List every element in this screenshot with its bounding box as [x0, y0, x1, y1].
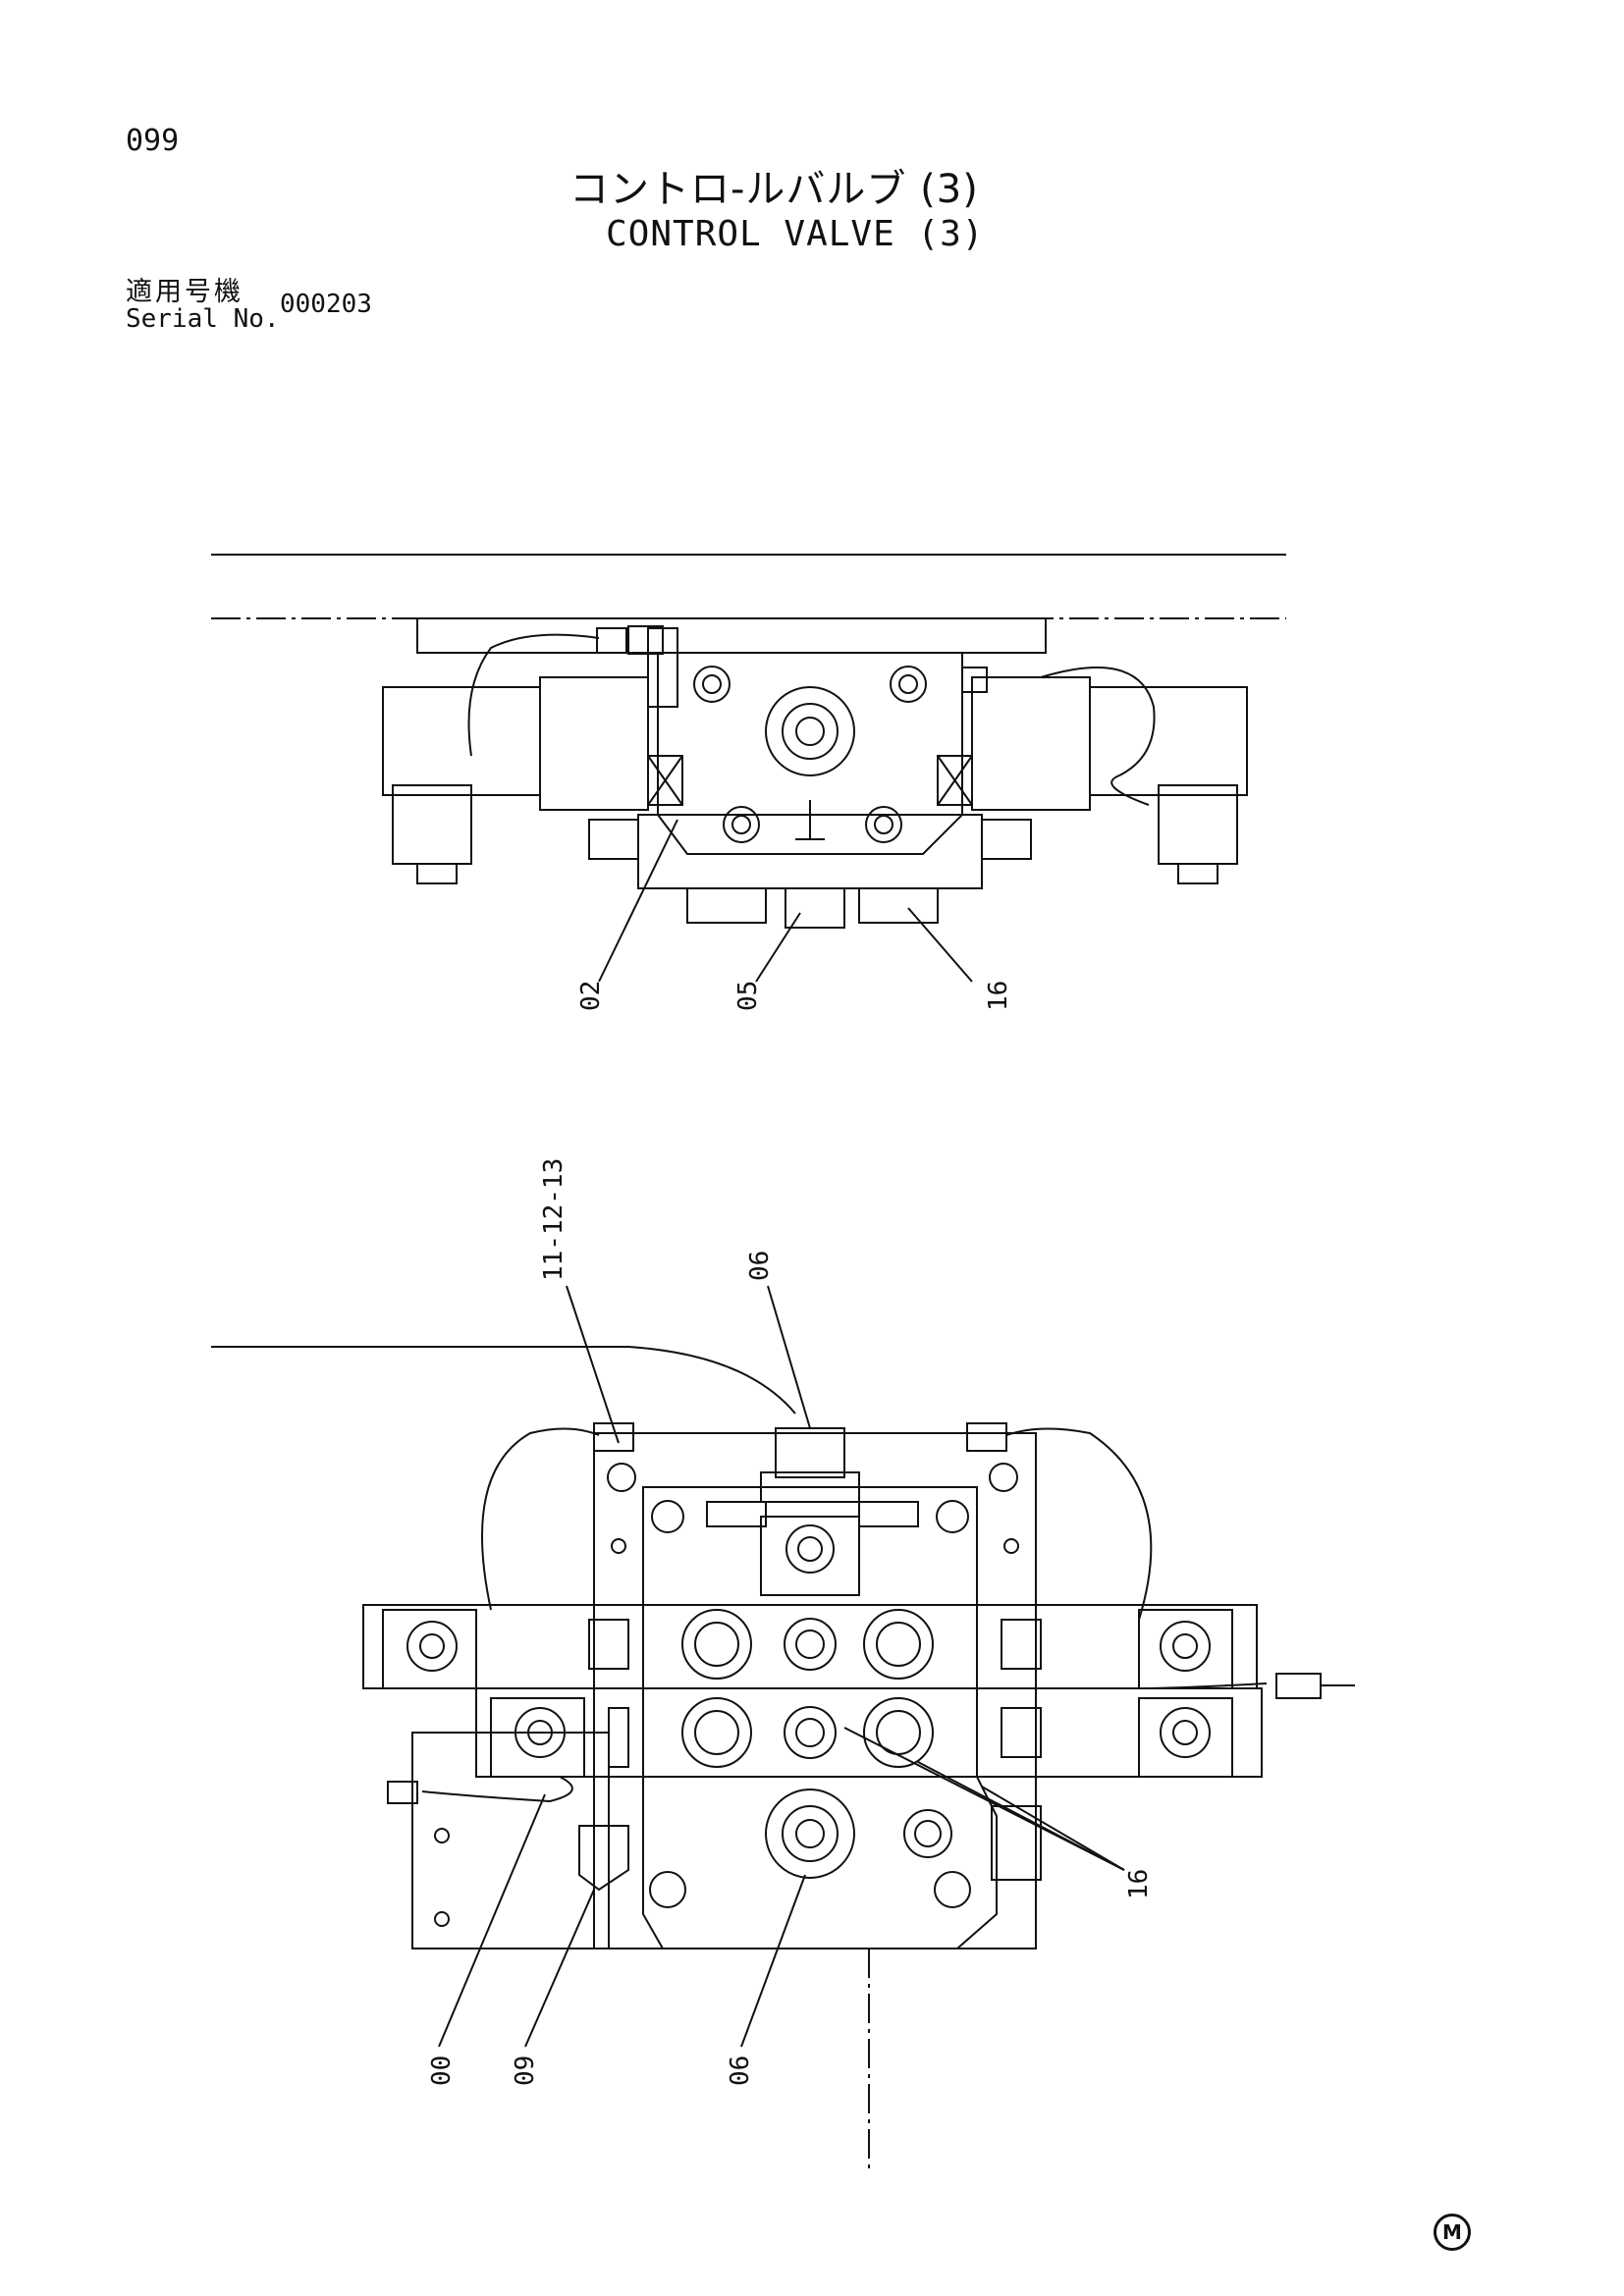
port-center [785, 887, 845, 929]
page-title-english: CONTROL VALVE (3) [606, 214, 985, 254]
center-port-outer [765, 686, 855, 776]
left-lead [421, 1776, 573, 1803]
callout-09: 09 [511, 2056, 540, 2086]
serial-value: 000203 [280, 290, 372, 319]
left-hex-fitting [647, 755, 683, 806]
leader-16-b [981, 1786, 1125, 1871]
lower-block [642, 1776, 998, 1949]
right-solenoid-housing [971, 676, 1091, 811]
leader-05 [755, 912, 801, 983]
left-connector [596, 627, 627, 654]
leader-16-top [907, 907, 973, 983]
port-left [686, 887, 767, 924]
callout-16-bottom: 16 [1124, 1869, 1154, 1899]
manufacturer-mark: M [1434, 2214, 1471, 2251]
callout-02: 02 [576, 981, 606, 1011]
right-nut [981, 819, 1032, 860]
side-plate [411, 1732, 610, 1949]
leader-11-12-13 [566, 1285, 620, 1444]
left-top-connector [593, 1422, 634, 1452]
left-solenoid-housing [539, 676, 649, 811]
port-right [858, 887, 939, 924]
top-fitting [775, 1427, 845, 1478]
bolt-bl [723, 806, 760, 843]
serial-label-english: Serial No. [126, 304, 280, 334]
right-connector [961, 667, 988, 693]
leader-00 [438, 1793, 546, 2048]
mounting-plate [416, 617, 1047, 654]
right-wire [1040, 667, 1156, 806]
upper-block [642, 1486, 978, 1606]
left-bracket [647, 627, 678, 708]
left-wire-bottom [481, 1427, 600, 1611]
right-solenoid-body [1089, 686, 1248, 796]
callout-05: 05 [733, 981, 763, 1011]
bottom-frame-line [211, 1346, 796, 1415]
callout-06-top: 06 [745, 1251, 775, 1281]
center-port-mid [782, 703, 839, 760]
right-coil [1158, 784, 1238, 865]
serial-label-japanese: 適用号機 [126, 277, 244, 307]
page-title-japanese: コントロ-ルバルブ (3) [569, 167, 979, 212]
callout-11-12-13: 11-12-13 [539, 1158, 568, 1281]
left-solenoid-body [382, 686, 541, 796]
right-wire-bottom [1005, 1427, 1153, 1621]
center-port-inner [795, 717, 825, 746]
bolt-tl [693, 666, 731, 703]
right-coil-terminal [1177, 863, 1218, 884]
left-coil-terminal [416, 863, 458, 884]
callout-06-bottom: 06 [726, 2056, 755, 2086]
left-connector-2 [627, 625, 664, 655]
page-number: 099 [126, 124, 180, 158]
elbow-fitting [578, 1825, 629, 1892]
leader-06-bottom [740, 1874, 806, 2048]
bolt-br [865, 806, 902, 843]
leader-16-c [843, 1727, 1125, 1871]
base-plate [593, 1432, 1037, 1949]
callout-00: 00 [427, 2056, 457, 2086]
solenoid-row-upper [362, 1604, 1258, 1689]
bolt-tr [890, 666, 927, 703]
leader-06-top [767, 1285, 811, 1429]
left-wire [467, 633, 600, 757]
right-top-connector [966, 1422, 1007, 1452]
left-coil [392, 784, 472, 865]
leader-02 [598, 819, 678, 983]
right-lead [1138, 1682, 1268, 1689]
left-nut [588, 819, 639, 860]
callout-16-top: 16 [984, 981, 1013, 1011]
leader-09 [524, 1889, 595, 2048]
